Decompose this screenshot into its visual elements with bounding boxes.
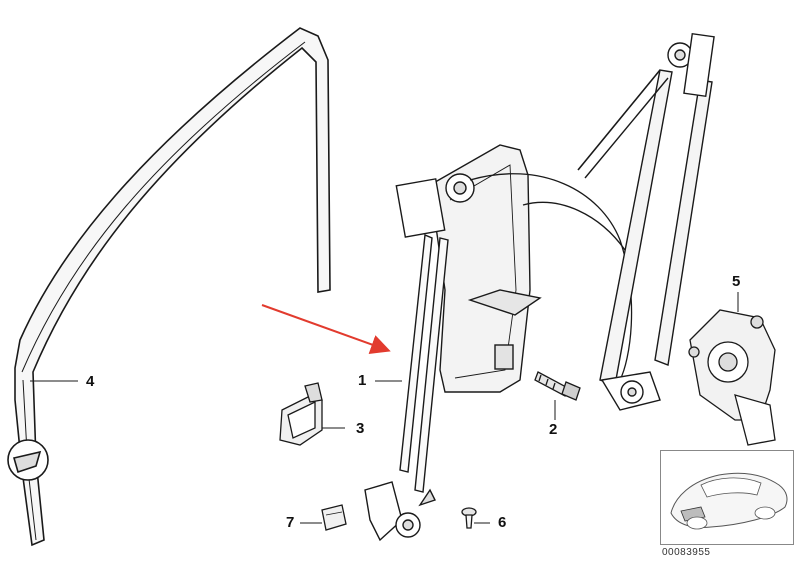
callout-1: 1 <box>358 372 367 389</box>
callout-4: 4 <box>86 373 95 390</box>
motor-part-5 <box>688 309 776 446</box>
vehicle-location-inset <box>660 450 794 545</box>
callout-2: 2 <box>549 421 558 438</box>
clip-part-3 <box>279 382 323 446</box>
window-regulator-part-1 <box>364 32 715 542</box>
reference-number: 00083955 <box>662 547 711 558</box>
car-outline-icon <box>670 472 788 530</box>
leader-lines <box>30 292 739 524</box>
callout-3: 3 <box>356 420 365 437</box>
screw-part-6 <box>461 507 477 529</box>
window-channel-part-4 <box>7 27 331 547</box>
callout-6: 6 <box>498 514 507 531</box>
pad-part-7 <box>321 504 347 531</box>
callout-5: 5 <box>732 273 741 290</box>
bolt-part-2 <box>534 371 581 401</box>
callout-7: 7 <box>286 514 295 531</box>
red-pointer-arrow <box>261 304 391 354</box>
